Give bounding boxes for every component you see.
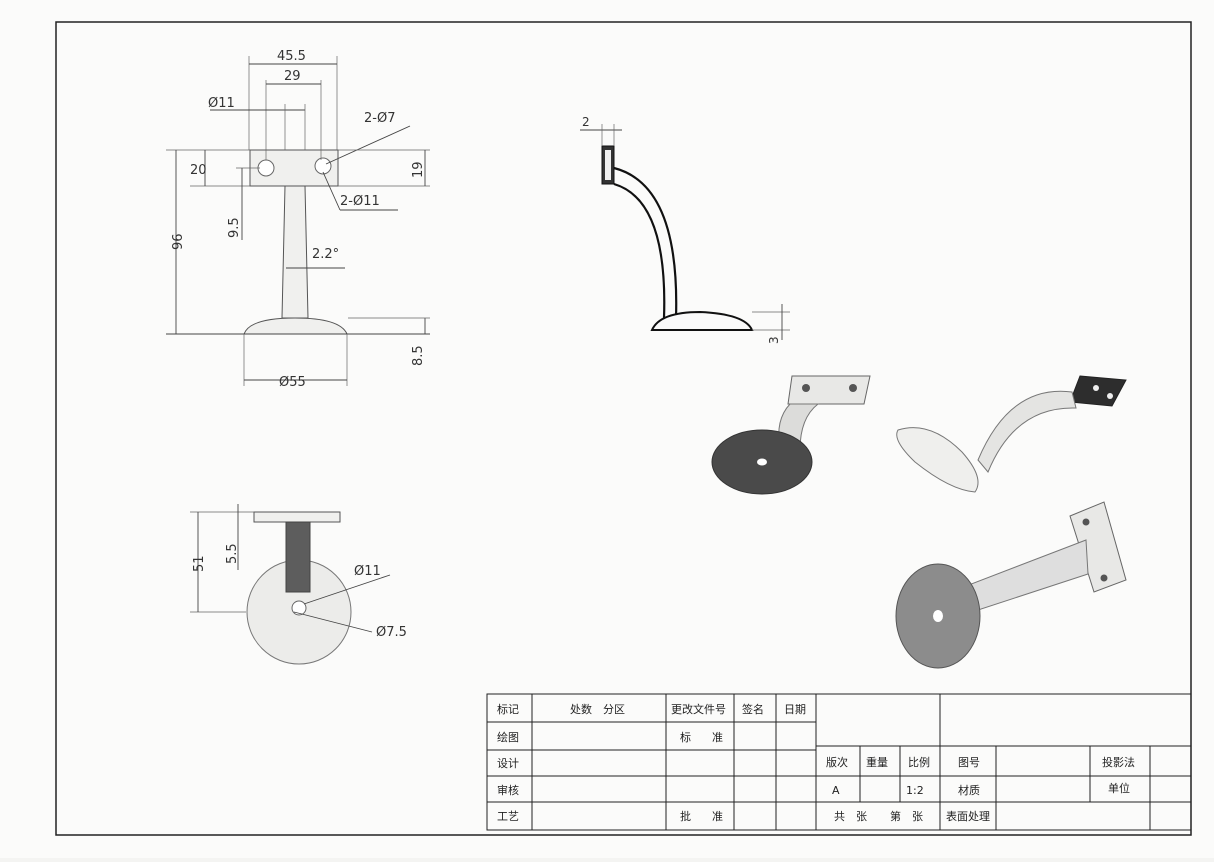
tb-check: 审核 — [497, 783, 519, 797]
tb-process: 工艺 — [497, 810, 519, 823]
tb-date: 日期 — [784, 703, 806, 716]
dim-45-5: 45.5 — [277, 49, 306, 64]
dim-angle: 2.2° — [312, 247, 339, 262]
dim-8-5: 8.5 — [411, 345, 426, 366]
tb-approve-2: 准 — [712, 810, 723, 823]
tb-sign: 签名 — [742, 702, 764, 716]
center-hole — [291, 600, 307, 616]
base-dome — [243, 317, 348, 335]
side-view: 2 3 — [580, 115, 790, 344]
tb-scale-value: 1:2 — [906, 784, 924, 797]
dim-counterbore: 2-Ø11 — [340, 194, 380, 209]
iso-view-2 — [896, 375, 1127, 493]
dim-9-5: 9.5 — [227, 217, 242, 238]
tb-standard-2: 准 — [712, 731, 723, 744]
dim-19: 19 — [411, 161, 426, 178]
drawing-frame — [55, 21, 1192, 836]
tb-sheet-no: 第 — [890, 809, 901, 823]
dim-center-hole: Ø7.5 — [376, 625, 407, 640]
dim-29: 29 — [284, 69, 301, 84]
tb-surface: 表面处理 — [946, 809, 990, 823]
left-hole — [257, 159, 275, 177]
tb-zone: 分区 — [603, 703, 625, 716]
front-view: 45.5 29 Ø11 2-Ø7 2-Ø11 20 19 9.5 96 2.2°… — [166, 49, 430, 390]
tb-weight: 重量 — [866, 755, 888, 769]
top-view: 51 5.5 Ø11 Ø7.5 — [190, 504, 407, 665]
tb-drawing-no: 图号 — [958, 756, 980, 769]
tb-sheets: 张 — [856, 810, 867, 823]
title-block: 标记 处数 分区 更改文件号 签名 日期 绘图 标 准 设计 审核 工艺 批 准… — [486, 693, 1192, 831]
tb-standard: 标 — [680, 730, 691, 744]
iso-view-3 — [895, 501, 1127, 669]
dim-20: 20 — [190, 163, 207, 178]
tb-version-value: A — [832, 784, 840, 797]
dim-center-dia: Ø11 — [354, 564, 381, 579]
dim-3: 3 — [767, 336, 781, 344]
dim-2: 2 — [582, 115, 590, 129]
tb-material: 材质 — [958, 783, 980, 797]
tb-sheets-2: 张 — [912, 810, 923, 823]
tb-count: 处数 — [570, 703, 592, 716]
dim-holes: 2-Ø7 — [364, 111, 395, 126]
tb-approve: 批 — [680, 809, 691, 823]
dim-base-dia: Ø55 — [279, 375, 306, 390]
dim-stem-dia: Ø11 — [208, 96, 235, 111]
right-hole — [314, 157, 332, 175]
tb-drawn: 绘图 — [497, 730, 519, 744]
dim-5-5: 5.5 — [225, 543, 240, 564]
tb-total: 共 — [834, 810, 845, 823]
tb-design: 设计 — [497, 757, 519, 770]
tb-mark: 标记 — [497, 702, 519, 716]
iso-view-1 — [711, 375, 871, 495]
side-base — [650, 310, 754, 331]
tb-unit: 单位 — [1108, 781, 1130, 795]
stem — [281, 185, 309, 319]
tb-version: 版次 — [826, 755, 848, 769]
tb-scale-label: 比例 — [908, 755, 930, 769]
tb-change-doc: 更改文件号 — [671, 702, 726, 716]
tb-projection: 投影法 — [1102, 755, 1135, 769]
dim-51: 51 — [192, 555, 207, 572]
dim-96: 96 — [171, 233, 186, 250]
top-view-plate — [253, 511, 341, 523]
